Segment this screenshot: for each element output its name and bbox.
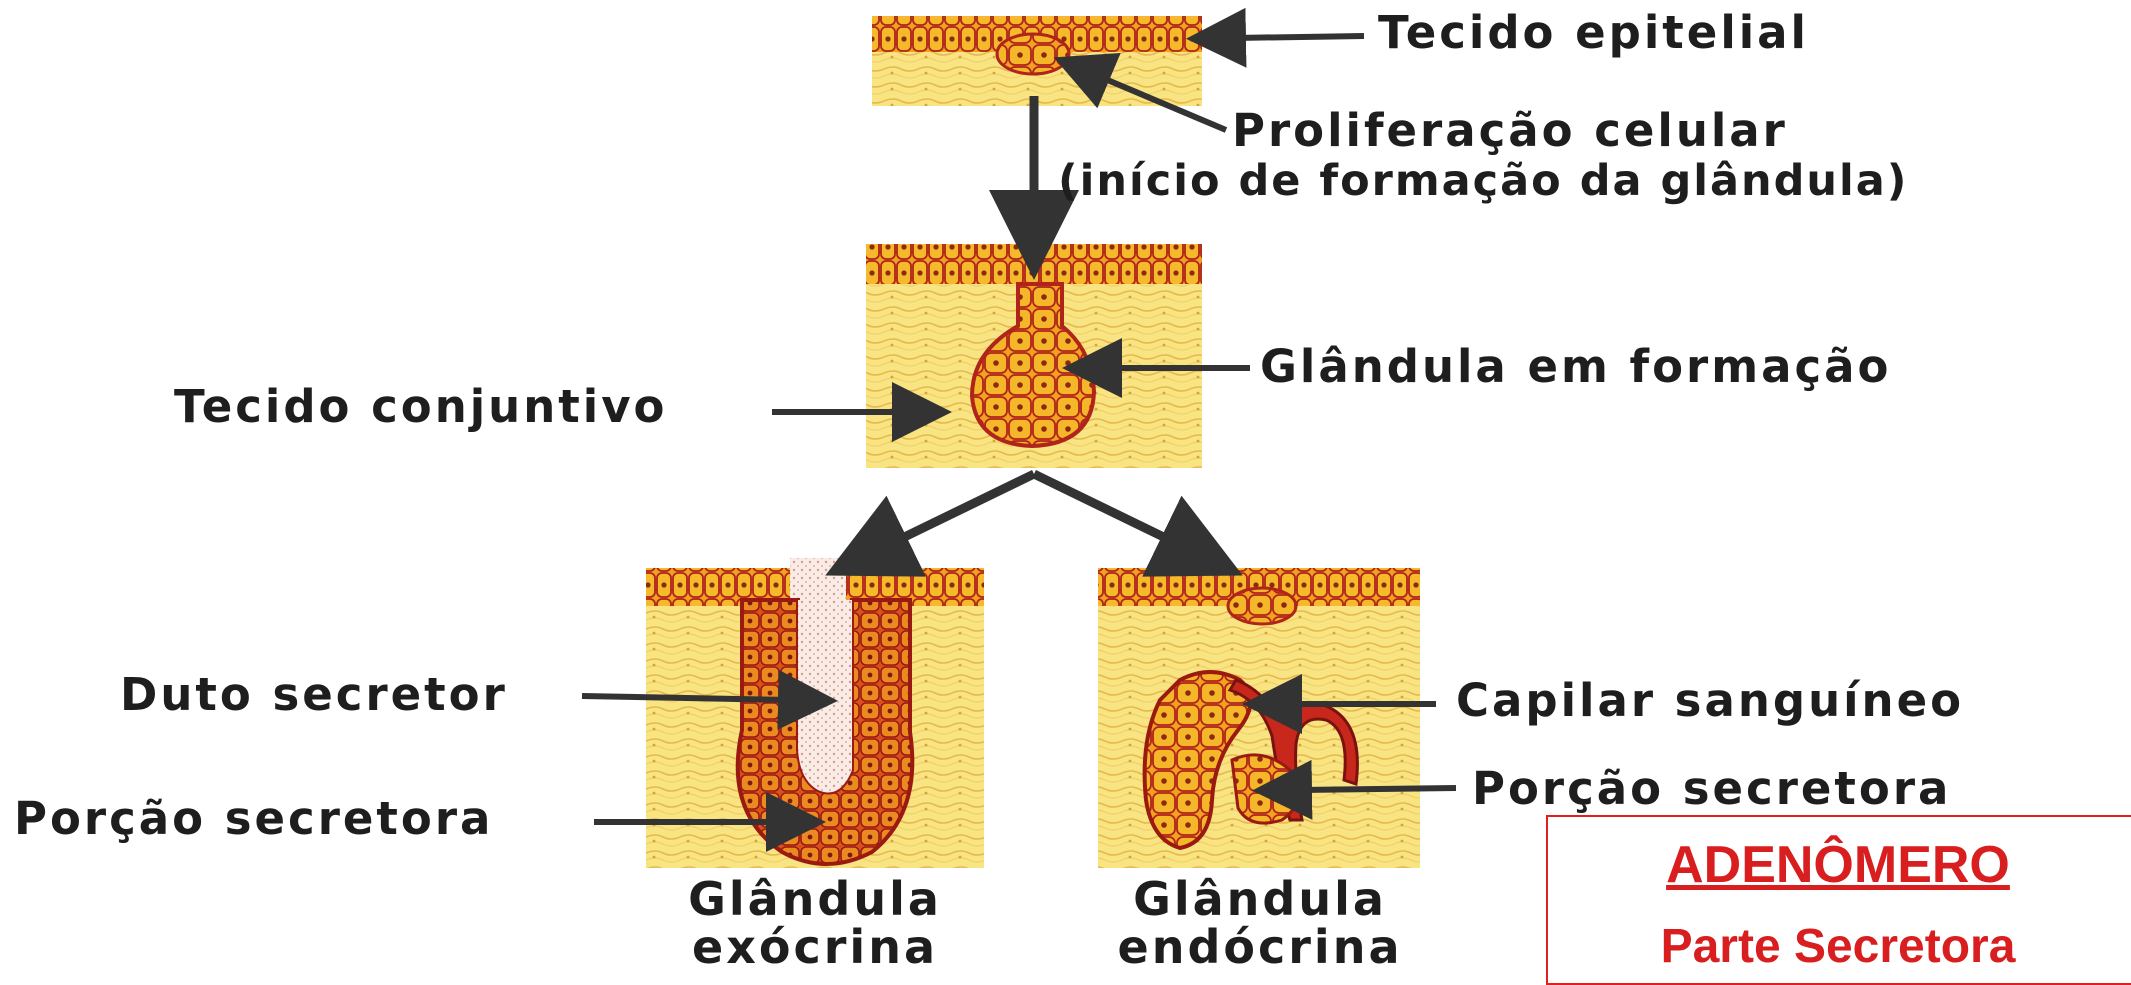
- stage2-tissue: [866, 244, 1202, 468]
- note-title: ADENÔMERO: [1548, 839, 2128, 891]
- adenomero-note: ADENÔMERO Parte Secretora: [1546, 815, 2131, 985]
- label-porcao-secretora-endo: Porção secretora: [1472, 766, 1951, 811]
- caption-exocrina-line2: exócrina: [660, 923, 970, 971]
- label-porcao-secretora-exo: Porção secretora: [14, 796, 493, 841]
- label-inicio-formacao: (início de formação da glândula): [1058, 160, 1908, 203]
- stage1-tissue: [872, 16, 1202, 106]
- pointer-porcao-secretora-endo: [1300, 788, 1456, 790]
- arrow-to-endocrine: [1034, 474, 1178, 544]
- caption-endocrina: Glândula endócrina: [1100, 875, 1420, 971]
- caption-endocrina-line2: endócrina: [1100, 923, 1420, 971]
- label-capilar-sanguineo: Capilar sanguíneo: [1456, 678, 1964, 723]
- label-duto-secretor: Duto secretor: [120, 672, 508, 717]
- endocrine-gland: [1098, 568, 1420, 868]
- label-proliferacao: Proliferação celular: [1232, 108, 1788, 153]
- caption-exocrina: Glândula exócrina: [660, 875, 970, 971]
- label-tecido-conjuntivo: Tecido conjuntivo: [174, 384, 667, 429]
- note-subtitle: Parte Secretora: [1548, 923, 2128, 971]
- caption-exocrina-line1: Glândula: [660, 875, 970, 923]
- caption-endocrina-line1: Glândula: [1100, 875, 1420, 923]
- label-tecido-epitelial: Tecido epitelial: [1378, 10, 1809, 55]
- pointer-tecido-epitelial: [1234, 36, 1364, 38]
- arrow-to-exocrine: [890, 474, 1034, 544]
- label-glandula-em-formacao: Glândula em formação: [1260, 344, 1891, 389]
- pointer-duto-secretor: [582, 696, 790, 700]
